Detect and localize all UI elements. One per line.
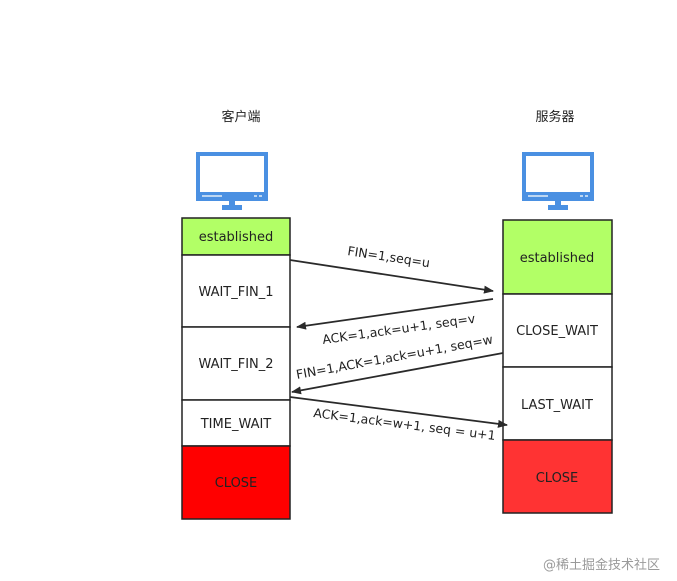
message-arrow: [296, 298, 494, 330]
client-state-box: [181, 254, 291, 328]
client-state-box: [181, 326, 291, 401]
message-arrow: [289, 259, 494, 294]
client-state-label: WAIT_FIN_1: [198, 285, 273, 300]
message-arrow: [289, 396, 508, 428]
server-state-box: [502, 293, 613, 368]
server-state-box: [502, 366, 613, 441]
server-state-box: [502, 439, 613, 514]
message-arrows: [289, 259, 508, 428]
server-state-label: CLOSE_WAIT: [516, 324, 598, 339]
client-state-label: CLOSE: [215, 476, 258, 491]
server-state-label: LAST_WAIT: [521, 398, 593, 413]
computer-monitor-icon: [196, 152, 268, 210]
watermark: @稀土掘金技术社区: [542, 558, 660, 573]
server-title: 服务器: [535, 109, 574, 125]
server-state-label: established: [520, 251, 595, 266]
client-state-label: WAIT_FIN_2: [198, 357, 273, 372]
computer-monitor-icon: [522, 152, 594, 210]
client-title: 客户端: [221, 109, 260, 125]
message-arrow: [291, 352, 504, 395]
client-state-label: TIME_WAIT: [200, 417, 272, 432]
client-state-column: established WAIT_FIN_1 WAIT_FIN_2 TIME_W…: [181, 217, 291, 520]
server-state-label: CLOSE: [536, 471, 579, 486]
server-state-box: [502, 219, 613, 295]
client-state-box: [181, 399, 291, 447]
client-state-label: established: [199, 230, 274, 245]
server-state-column: established CLOSE_WAIT LAST_WAIT CLOSE: [502, 219, 613, 514]
message-label: ACK=1,ack=w+1, seq = u+1: [313, 405, 497, 443]
message-label: FIN=1,seq=u: [347, 243, 431, 270]
client-state-box: [181, 445, 291, 520]
